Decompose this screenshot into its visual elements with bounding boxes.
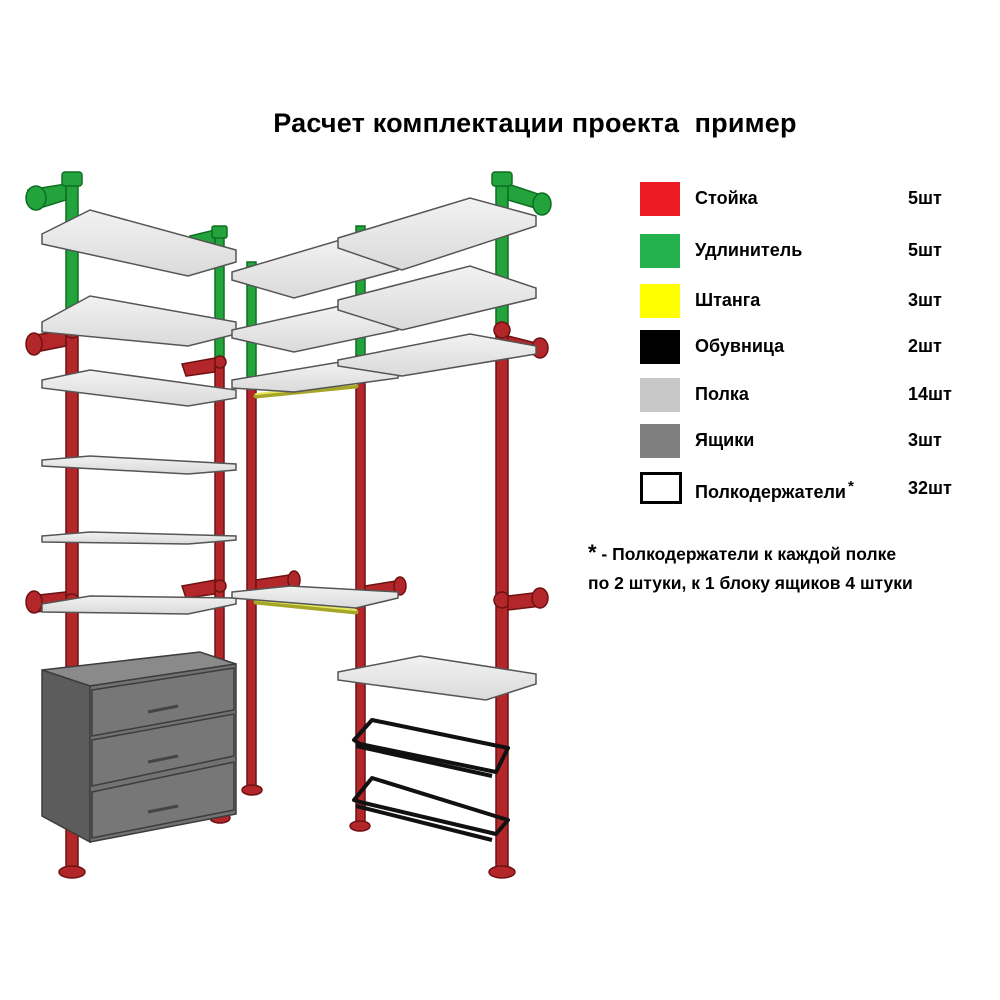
- legend-count: 14шт: [908, 384, 952, 404]
- rack-bracket-plate: [531, 587, 549, 609]
- drawer-unit-side: [41, 668, 91, 844]
- rack-bracket-plate: [25, 332, 43, 356]
- rack-bracket: [181, 357, 216, 377]
- shelves: [41, 197, 537, 701]
- legend-label: Полкодержатели*: [695, 478, 854, 503]
- legend-row: Обувница 2шт: [640, 330, 980, 366]
- legend-asterisk: *: [847, 478, 854, 495]
- shoe-rack: [352, 718, 510, 774]
- shelf: [41, 369, 237, 407]
- legend-label-text: Полкодержатели: [695, 482, 846, 502]
- legend-row: Полка 14шт: [640, 378, 980, 414]
- legend-swatch: [640, 378, 680, 412]
- legend-swatch: [640, 182, 680, 216]
- legend-label: Стойка: [695, 188, 758, 208]
- legend-row: Полкодержатели* 32шт: [640, 472, 980, 508]
- drawer-handle: [147, 804, 179, 814]
- shelf: [337, 655, 537, 701]
- shelf: [231, 585, 399, 609]
- shelf: [41, 455, 237, 475]
- legend-label: Штанга: [695, 290, 761, 310]
- shelf: [337, 265, 537, 331]
- legend-row: Стойка 5шт: [640, 182, 980, 218]
- legend-count: 32шт: [908, 478, 952, 498]
- legend-row: Штанга 3шт: [640, 284, 980, 320]
- extender-cap-inner: [211, 225, 228, 239]
- rack-bracket-plate: [25, 590, 43, 614]
- legend-label: Полка: [695, 384, 749, 404]
- rack-joint: [213, 579, 227, 593]
- shelf: [337, 333, 537, 377]
- footnote-asterisk: *: [588, 540, 597, 565]
- shoe-rack: [355, 744, 493, 778]
- footnote: * - Полкодержатели к каждой полке по 2 ш…: [588, 538, 988, 598]
- shoe-racks: [352, 718, 510, 842]
- extender-cap-left: [61, 171, 83, 187]
- shelf: [41, 595, 237, 615]
- legend-count: 3шт: [908, 290, 942, 310]
- drawer: [91, 713, 235, 787]
- legend-count: 3шт: [908, 430, 942, 450]
- legend-swatch: [640, 234, 680, 268]
- shelf: [337, 197, 537, 271]
- shoe-rack: [352, 776, 510, 836]
- legend-row: Ящики 3шт: [640, 424, 980, 460]
- legend-count: 5шт: [908, 240, 942, 260]
- legend-swatch: [640, 284, 680, 318]
- rack-joint: [493, 321, 511, 339]
- rack-foot: [349, 820, 371, 832]
- rack-foot: [488, 865, 516, 879]
- legend-row: Удлинитель 5шт: [640, 234, 980, 270]
- footnote-line-2: по 2 штуки, к 1 блоку ящиков 4 штуки: [588, 573, 913, 593]
- drawer-handle: [147, 704, 179, 714]
- extender-cap-right: [491, 171, 513, 187]
- legend-label: Удлинитель: [695, 240, 803, 260]
- legend-count: 5шт: [908, 188, 942, 208]
- rack-foot: [58, 865, 86, 879]
- drawer: [91, 761, 235, 839]
- drawer-unit: [41, 651, 237, 844]
- rack-bracket: [181, 579, 216, 599]
- shelf: [41, 531, 237, 545]
- extender-bracket-right-plate: [532, 192, 552, 216]
- shelf: [41, 209, 237, 277]
- legend-label: Обувница: [695, 336, 785, 356]
- rack-post-mid: [246, 381, 257, 793]
- shoe-rack: [355, 804, 493, 842]
- legend-swatch: [640, 330, 680, 364]
- rack-bracket-plate: [393, 576, 407, 596]
- page-title: Расчет комплектации проекта пример: [273, 108, 797, 138]
- legend-swatch: [640, 472, 682, 504]
- legend-swatch: [640, 424, 680, 458]
- rod: [253, 599, 359, 615]
- rack-foot: [241, 784, 263, 796]
- extender-bracket-left-plate: [25, 185, 47, 211]
- drawer-handle: [147, 754, 179, 764]
- legend-label: Ящики: [695, 430, 755, 450]
- drawer: [91, 667, 235, 737]
- rack-joint: [213, 355, 227, 369]
- footnote-line-1: - Полкодержатели к каждой полке: [596, 544, 897, 564]
- legend-count: 2шт: [908, 336, 942, 356]
